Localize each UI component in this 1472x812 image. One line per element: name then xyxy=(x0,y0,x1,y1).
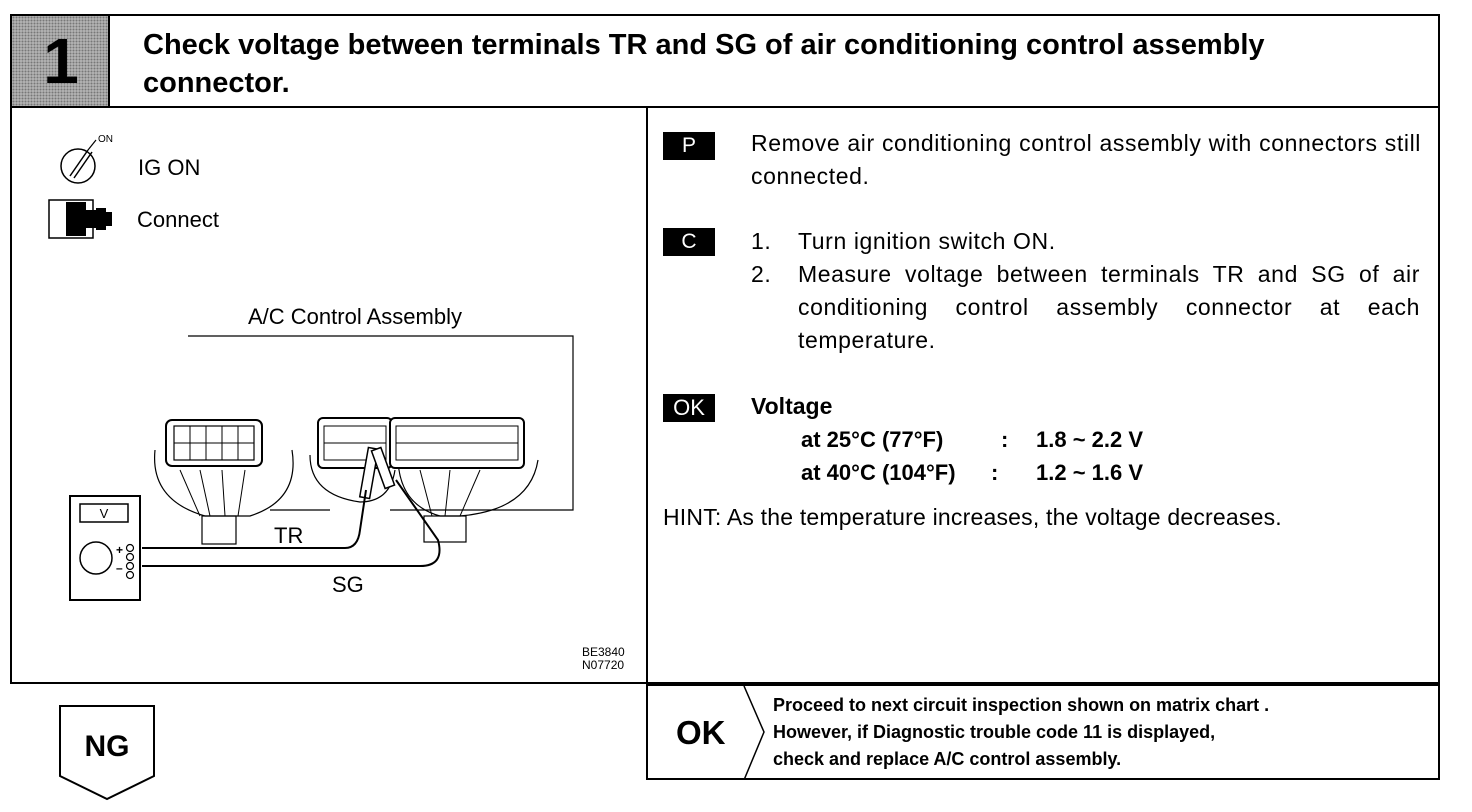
voltage-title: Voltage xyxy=(751,393,833,419)
list-item: 2. Measure voltage between terminals TR … xyxy=(751,258,1421,357)
ok-standard-badge: OK xyxy=(663,394,715,422)
step-number: 1 xyxy=(43,25,79,97)
ig-on-superscript: ON xyxy=(98,134,113,145)
preparation-text: Remove air conditioning control assembly… xyxy=(751,130,1421,189)
voltmeter-label: V xyxy=(100,506,109,521)
list-item-text: Measure voltage between terminals TR and… xyxy=(798,261,1420,353)
ng-label: NG xyxy=(85,730,130,763)
figure-codes: BE3840 N07720 xyxy=(582,646,625,672)
voltmeter: V + – xyxy=(69,495,141,601)
preparation-badge: P xyxy=(663,132,715,160)
connector-icon xyxy=(48,199,112,239)
ok-arrow-divider xyxy=(743,686,765,780)
header-frame xyxy=(10,14,1440,108)
voltage-row-condition: at 40°C (104°F) xyxy=(801,460,956,485)
ok-detail-text: Proceed to next circuit inspection shown… xyxy=(773,692,1423,773)
assembly-label: A/C Control Assembly xyxy=(248,304,462,329)
check-badge: C xyxy=(663,228,715,256)
voltage-row-value: 1.8 ~ 2.2 V xyxy=(1036,427,1144,452)
list-item-number: 1. xyxy=(751,228,772,254)
ok-detail-line: However, if Diagnostic trouble code 11 i… xyxy=(773,722,1216,742)
assembly-outline xyxy=(188,335,574,511)
svg-text:+: + xyxy=(116,543,123,557)
connect-label: Connect xyxy=(137,207,219,232)
sg-label: SG xyxy=(332,572,364,597)
voltage-row-value: 1.2 ~ 1.6 V xyxy=(1036,460,1144,485)
hint-text: HINT: As the temperature increases, the … xyxy=(663,504,1282,530)
ignition-switch-icon: ON xyxy=(60,134,113,184)
voltage-row-separator: : xyxy=(1001,427,1009,452)
connector-left xyxy=(154,419,294,545)
figure-code: BE3840 xyxy=(582,645,625,659)
step-number-box xyxy=(12,16,110,106)
ok-result-box xyxy=(646,684,1440,780)
ig-on-label: IG ON xyxy=(138,155,201,180)
connector-right xyxy=(389,417,539,543)
ok-detail-line: Proceed to next circuit inspection shown… xyxy=(773,695,1270,715)
voltage-row-separator: : xyxy=(991,460,999,485)
figure-code: N07720 xyxy=(582,658,625,672)
list-item-text: Turn ignition switch ON. xyxy=(798,228,1056,254)
ng-result-shape: NG xyxy=(59,705,155,801)
body-frame xyxy=(10,106,1440,684)
list-item-number: 2. xyxy=(751,261,772,287)
panel-divider xyxy=(646,106,648,780)
list-item: 1. Turn ignition switch ON. xyxy=(751,225,1421,258)
tr-wire xyxy=(142,489,367,549)
check-list: 1. Turn ignition switch ON. 2. Measure v… xyxy=(751,225,1421,357)
ok-detail-line: check and replace A/C control assembly. xyxy=(773,749,1122,769)
step-title: Check voltage between terminals TR and S… xyxy=(143,29,1265,99)
sg-wire xyxy=(142,479,441,567)
svg-text:–: – xyxy=(116,561,123,575)
wiring-diagram: V + – xyxy=(69,335,574,601)
voltage-row-condition: at 25°C (77°F) xyxy=(801,427,944,452)
ok-label: OK xyxy=(676,714,726,751)
tr-label: TR xyxy=(274,523,304,548)
